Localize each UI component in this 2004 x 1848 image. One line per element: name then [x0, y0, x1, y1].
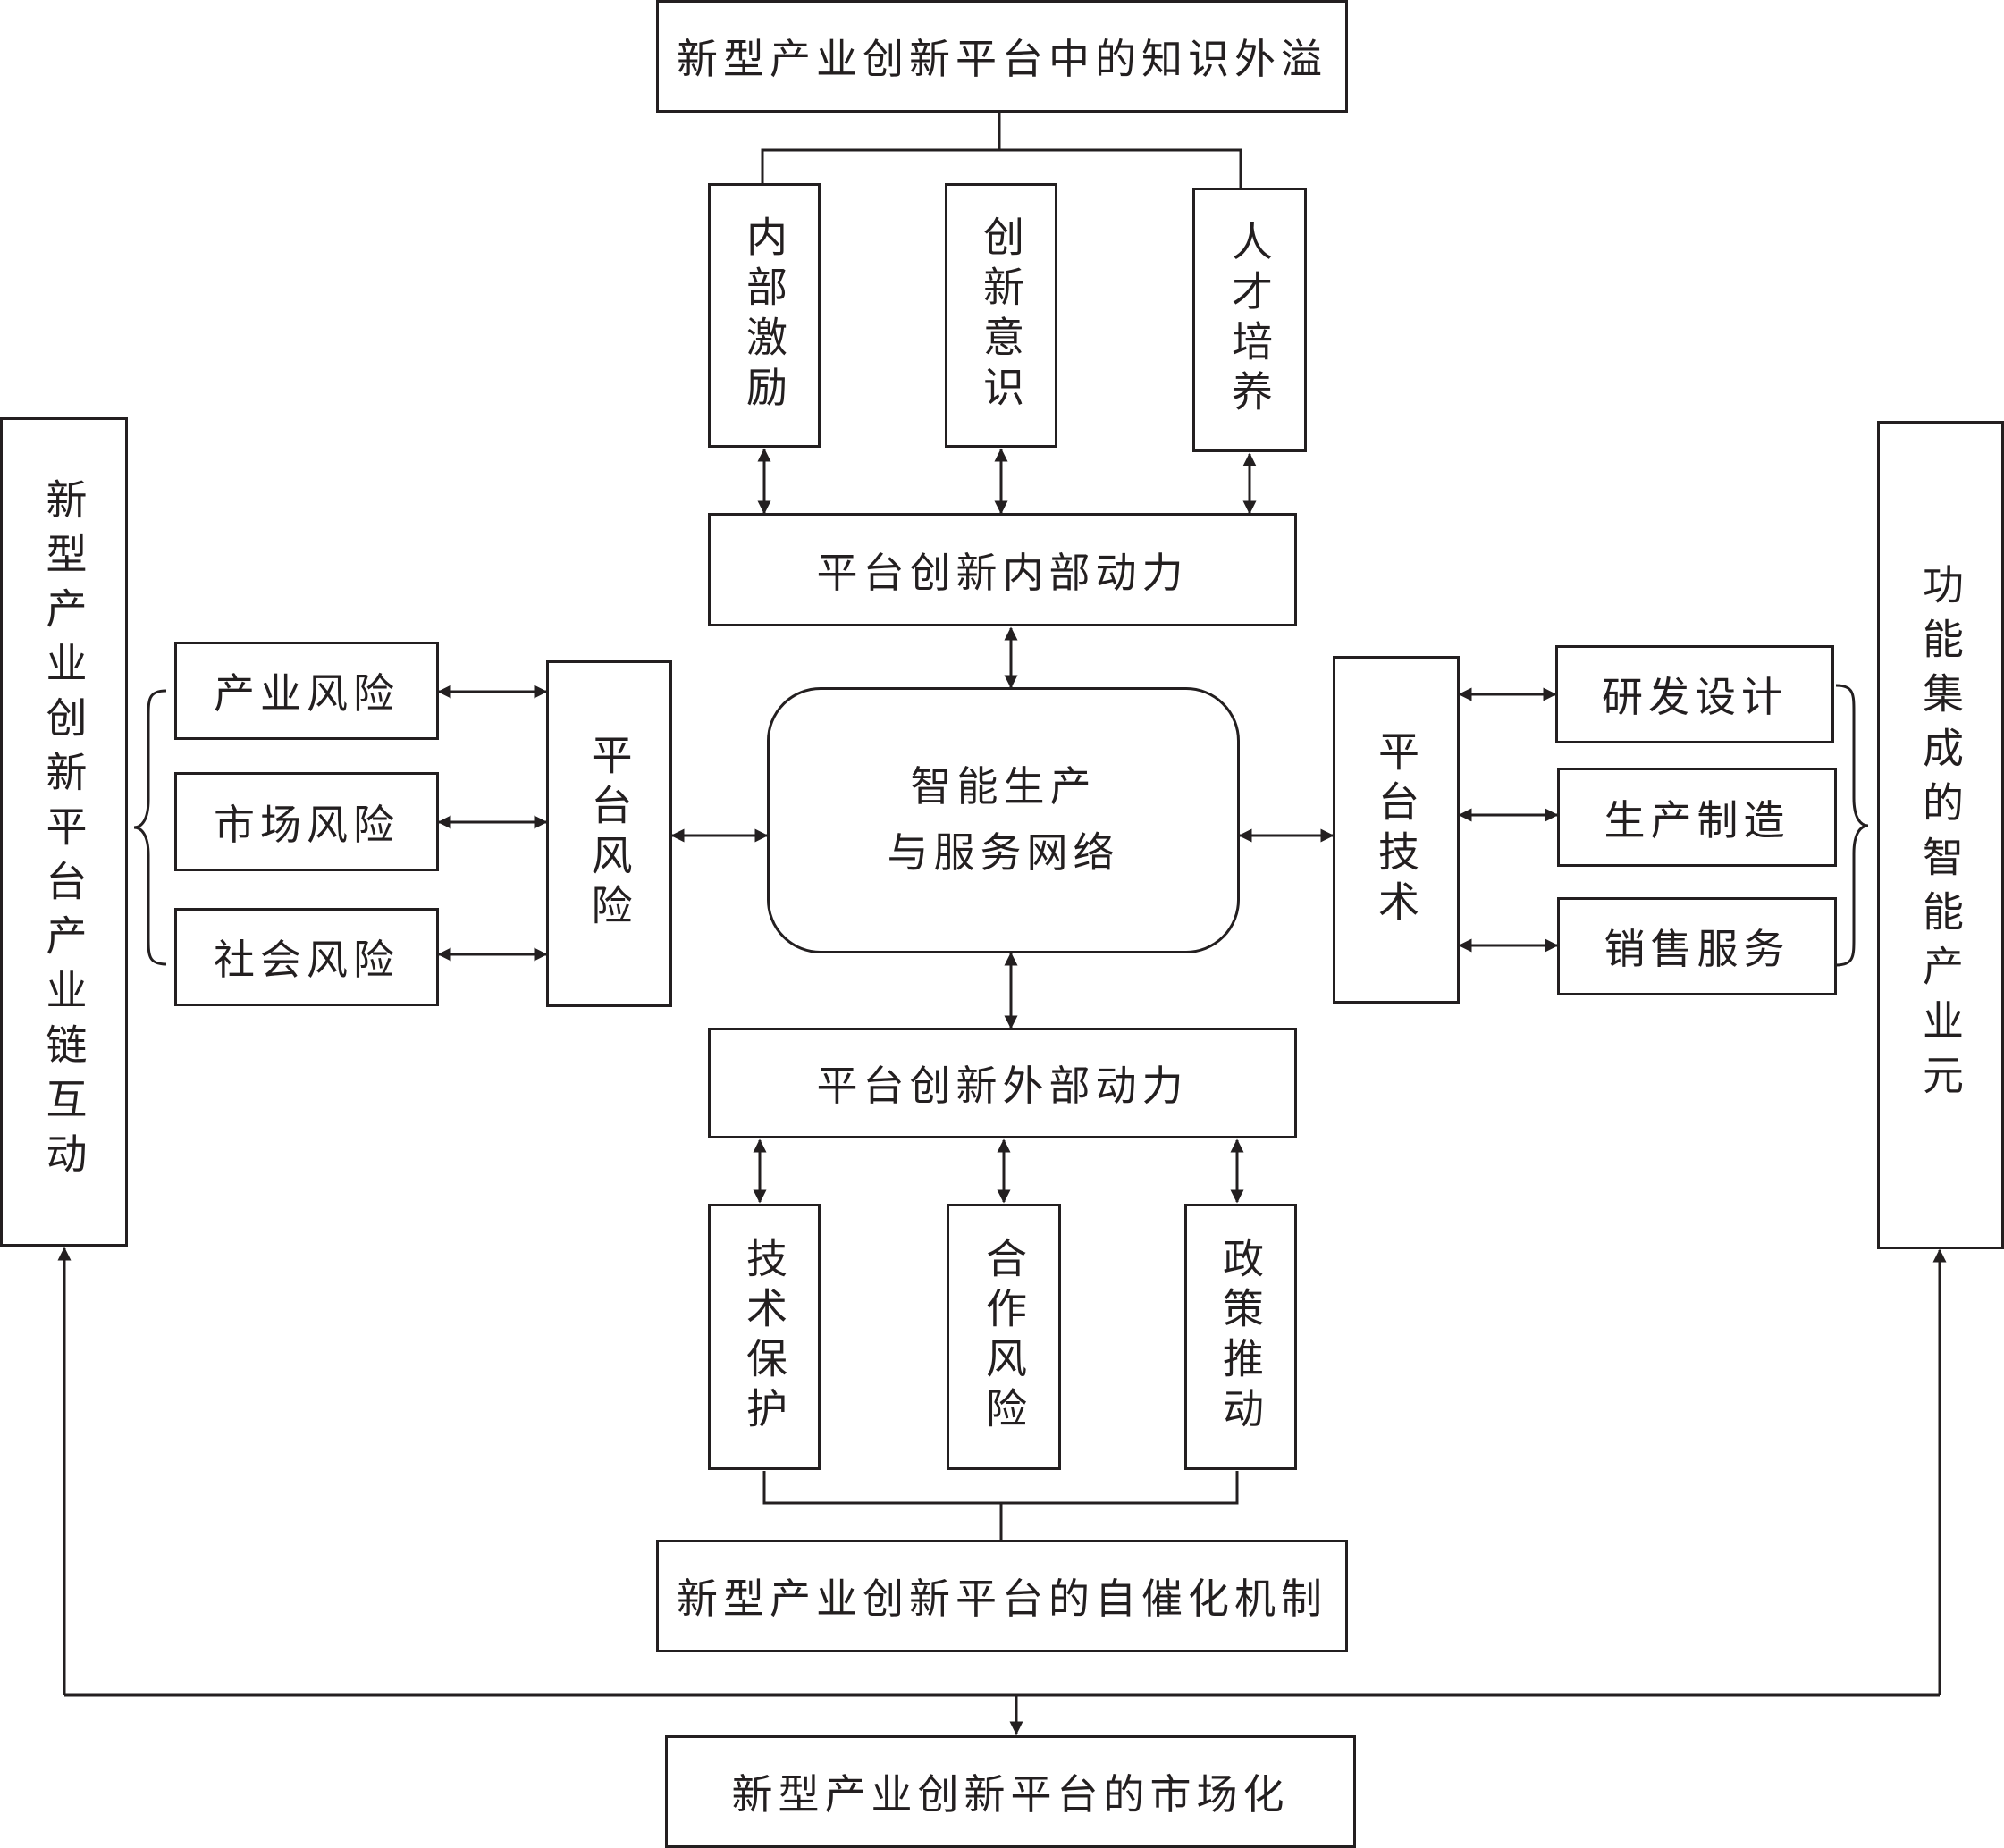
top-bracket: [761, 113, 1242, 188]
external-factor-policy: 政策推动: [1184, 1204, 1297, 1470]
tech-sales-service: 销售服务: [1557, 897, 1837, 995]
tech-rd-design: 研发设计: [1555, 645, 1834, 743]
auto-catalysis-box: 新型产业创新平台的自催化机制: [656, 1540, 1348, 1652]
industry-chain-interaction-box: 新型产业创新平台产业链互动: [0, 417, 128, 1247]
external-driver-box: 平台创新外部动力: [708, 1028, 1297, 1138]
tech-manufacturing: 生产制造: [1557, 768, 1837, 867]
internal-factor-incentive: 内部激励: [708, 183, 821, 448]
internal-driver-box: 平台创新内部动力: [708, 513, 1297, 626]
left-brace: [133, 689, 167, 966]
right-brace: [1835, 684, 1869, 967]
marketization-box: 新型产业创新平台的市场化: [665, 1735, 1356, 1848]
platform-risk-box: 平台风险: [546, 660, 672, 1007]
internal-factor-talent: 人才培养: [1192, 188, 1307, 452]
risk-social: 社会风险: [174, 908, 439, 1006]
platform-tech-box: 平台技术: [1333, 656, 1460, 1004]
risk-market: 市场风险: [174, 772, 439, 871]
external-factor-cooperation-risk: 合作风险: [947, 1204, 1061, 1470]
smart-industry-unit-box: 功能集成的智能产业元: [1877, 421, 2004, 1249]
hub-line-1: 智能生产: [910, 762, 1097, 811]
bottom-bracket: [762, 1471, 1239, 1540]
internal-factor-awareness: 创新意识: [945, 183, 1057, 448]
knowledge-spillover-box: 新型产业创新平台中的知识外溢: [656, 0, 1348, 113]
smart-production-network-hub: 智能生产 与服务网络: [767, 687, 1240, 953]
external-factor-tech-protection: 技术保护: [708, 1204, 821, 1470]
hub-line-2: 与服务网络: [887, 828, 1120, 877]
risk-industry: 产业风险: [174, 642, 439, 740]
